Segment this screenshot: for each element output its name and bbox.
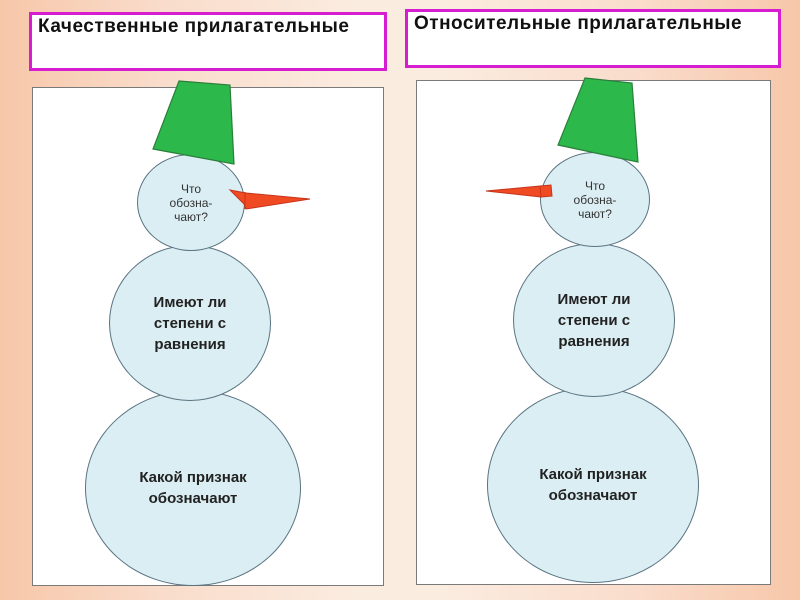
right-nose-icon (486, 185, 552, 197)
right-hat-icon (558, 78, 638, 162)
